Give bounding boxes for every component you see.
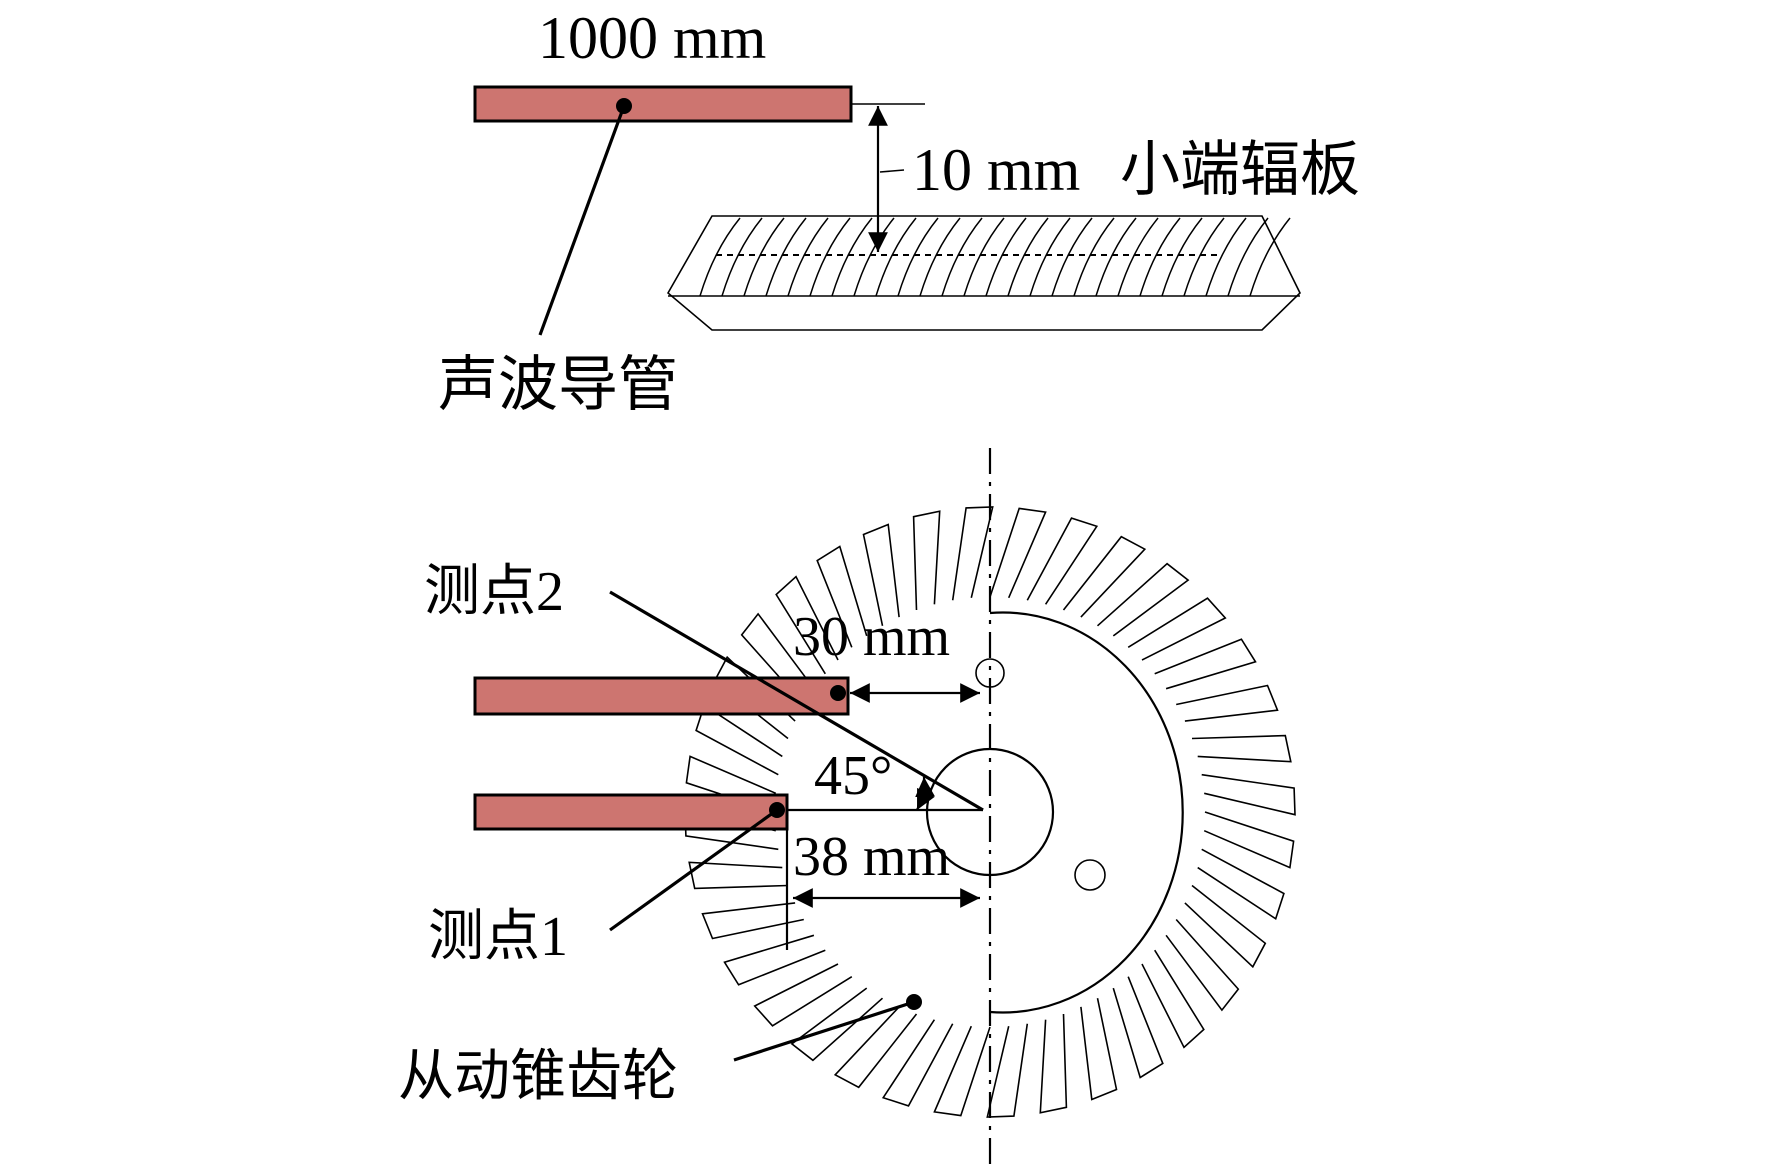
side-tooth-line xyxy=(853,217,895,297)
front-view: 测点2 30 mm 45° 38 mm 测点1 从动锥齿轮 xyxy=(398,448,1296,1170)
web-boundary-arc xyxy=(989,611,1184,1014)
side-tooth-line xyxy=(699,217,741,297)
side-tooth-line xyxy=(1227,217,1269,297)
side-tooth-line xyxy=(1073,217,1115,297)
gear-tooth xyxy=(1203,811,1295,869)
gear-tooth xyxy=(1026,517,1099,605)
gear-tooth xyxy=(989,507,1047,599)
gear-tooth xyxy=(695,703,783,776)
gear-tooth xyxy=(816,545,868,648)
side-tooth-line xyxy=(809,217,851,297)
side-tooth-line xyxy=(765,217,807,297)
gear-tooth xyxy=(951,506,994,601)
side-tooth-line xyxy=(743,217,785,297)
point2-leader-line xyxy=(609,590,984,812)
side-tooth-line xyxy=(831,217,873,297)
side-tooth-line xyxy=(1029,217,1071,297)
acoustic-tube-point1 xyxy=(473,793,789,831)
gear-label: 从动锥齿轮 xyxy=(398,1046,678,1108)
side-tooth-line xyxy=(1249,217,1291,297)
gear-tooth xyxy=(1080,998,1118,1101)
gear-tooth xyxy=(1039,1013,1068,1114)
dim-30-label: 30 mm xyxy=(793,606,950,668)
acoustic-tube-top xyxy=(473,85,853,123)
point2-label: 测点2 xyxy=(424,561,564,623)
side-tooth-line xyxy=(787,217,829,297)
pipe-length-label: 1000 mm xyxy=(538,5,766,71)
gear-tooth xyxy=(775,575,839,675)
side-tooth-line xyxy=(941,217,983,297)
angle-label: 45° xyxy=(814,745,892,807)
side-tooth-line xyxy=(897,217,939,297)
gear-tooth xyxy=(1197,848,1285,921)
gear-tooth xyxy=(1165,918,1240,1012)
side-tooth-line xyxy=(875,217,917,297)
gear-side-profile xyxy=(666,215,1301,331)
gear-tooth xyxy=(1062,535,1147,618)
point1-label: 测点1 xyxy=(428,906,568,968)
gear-tooth xyxy=(1112,976,1164,1079)
gap-leader-tick xyxy=(879,169,905,173)
side-tooth-line xyxy=(1117,217,1159,297)
gear-tooth xyxy=(881,1019,954,1107)
gear-tooth xyxy=(723,934,826,986)
gear-tooth xyxy=(1191,734,1292,763)
tube-label: 声波导管 xyxy=(438,352,678,418)
side-tooth-line xyxy=(1007,217,1049,297)
gear-tooth xyxy=(1201,773,1296,816)
gear-tooth xyxy=(1184,884,1267,969)
angle-arc xyxy=(915,776,935,811)
gear-tooth xyxy=(1141,949,1205,1049)
gear-tooth xyxy=(933,1025,991,1117)
gear-tooth xyxy=(833,1006,918,1089)
side-view: 1000 mm 10 mm 小端辐板 声波导管 xyxy=(438,5,1360,418)
gear-tooth xyxy=(753,963,853,1027)
acoustic-tube-point2 xyxy=(473,676,850,716)
gear-tooth xyxy=(790,987,884,1062)
gear-leader-line xyxy=(733,1000,915,1062)
gear-tooth xyxy=(1176,684,1279,722)
gear-tooth xyxy=(986,1023,1029,1118)
gear-tooth xyxy=(701,902,804,940)
measure-point-2 xyxy=(830,685,846,701)
gear-tooth xyxy=(1096,562,1190,637)
gear-tooth xyxy=(912,510,941,611)
tube-leader-line xyxy=(538,105,626,336)
side-tooth-line xyxy=(1183,217,1225,297)
small-end-web-label: 小端辐板 xyxy=(1120,137,1360,203)
side-tooth-line xyxy=(963,217,1005,297)
gear-tooth xyxy=(862,523,900,626)
side-tooth-line xyxy=(985,217,1027,297)
side-tooth-line xyxy=(721,217,763,297)
gear-tooth xyxy=(1127,597,1227,661)
bolt-hole xyxy=(1074,859,1106,891)
gap-label: 10 mm xyxy=(912,137,1080,203)
side-tooth-line xyxy=(1205,217,1247,297)
gear-tooth xyxy=(740,612,815,706)
point1-leader-line xyxy=(609,808,778,932)
side-tooth-line xyxy=(1095,217,1137,297)
gear-tooth xyxy=(1154,638,1257,690)
dim-38-label: 38 mm xyxy=(793,826,950,888)
side-tooth-line xyxy=(1051,217,1093,297)
side-tooth-line xyxy=(919,217,961,297)
gear-tooth xyxy=(688,861,789,890)
side-view-teeth xyxy=(699,217,1291,297)
side-tooth-line xyxy=(1139,217,1181,297)
side-tooth-line xyxy=(1161,217,1203,297)
